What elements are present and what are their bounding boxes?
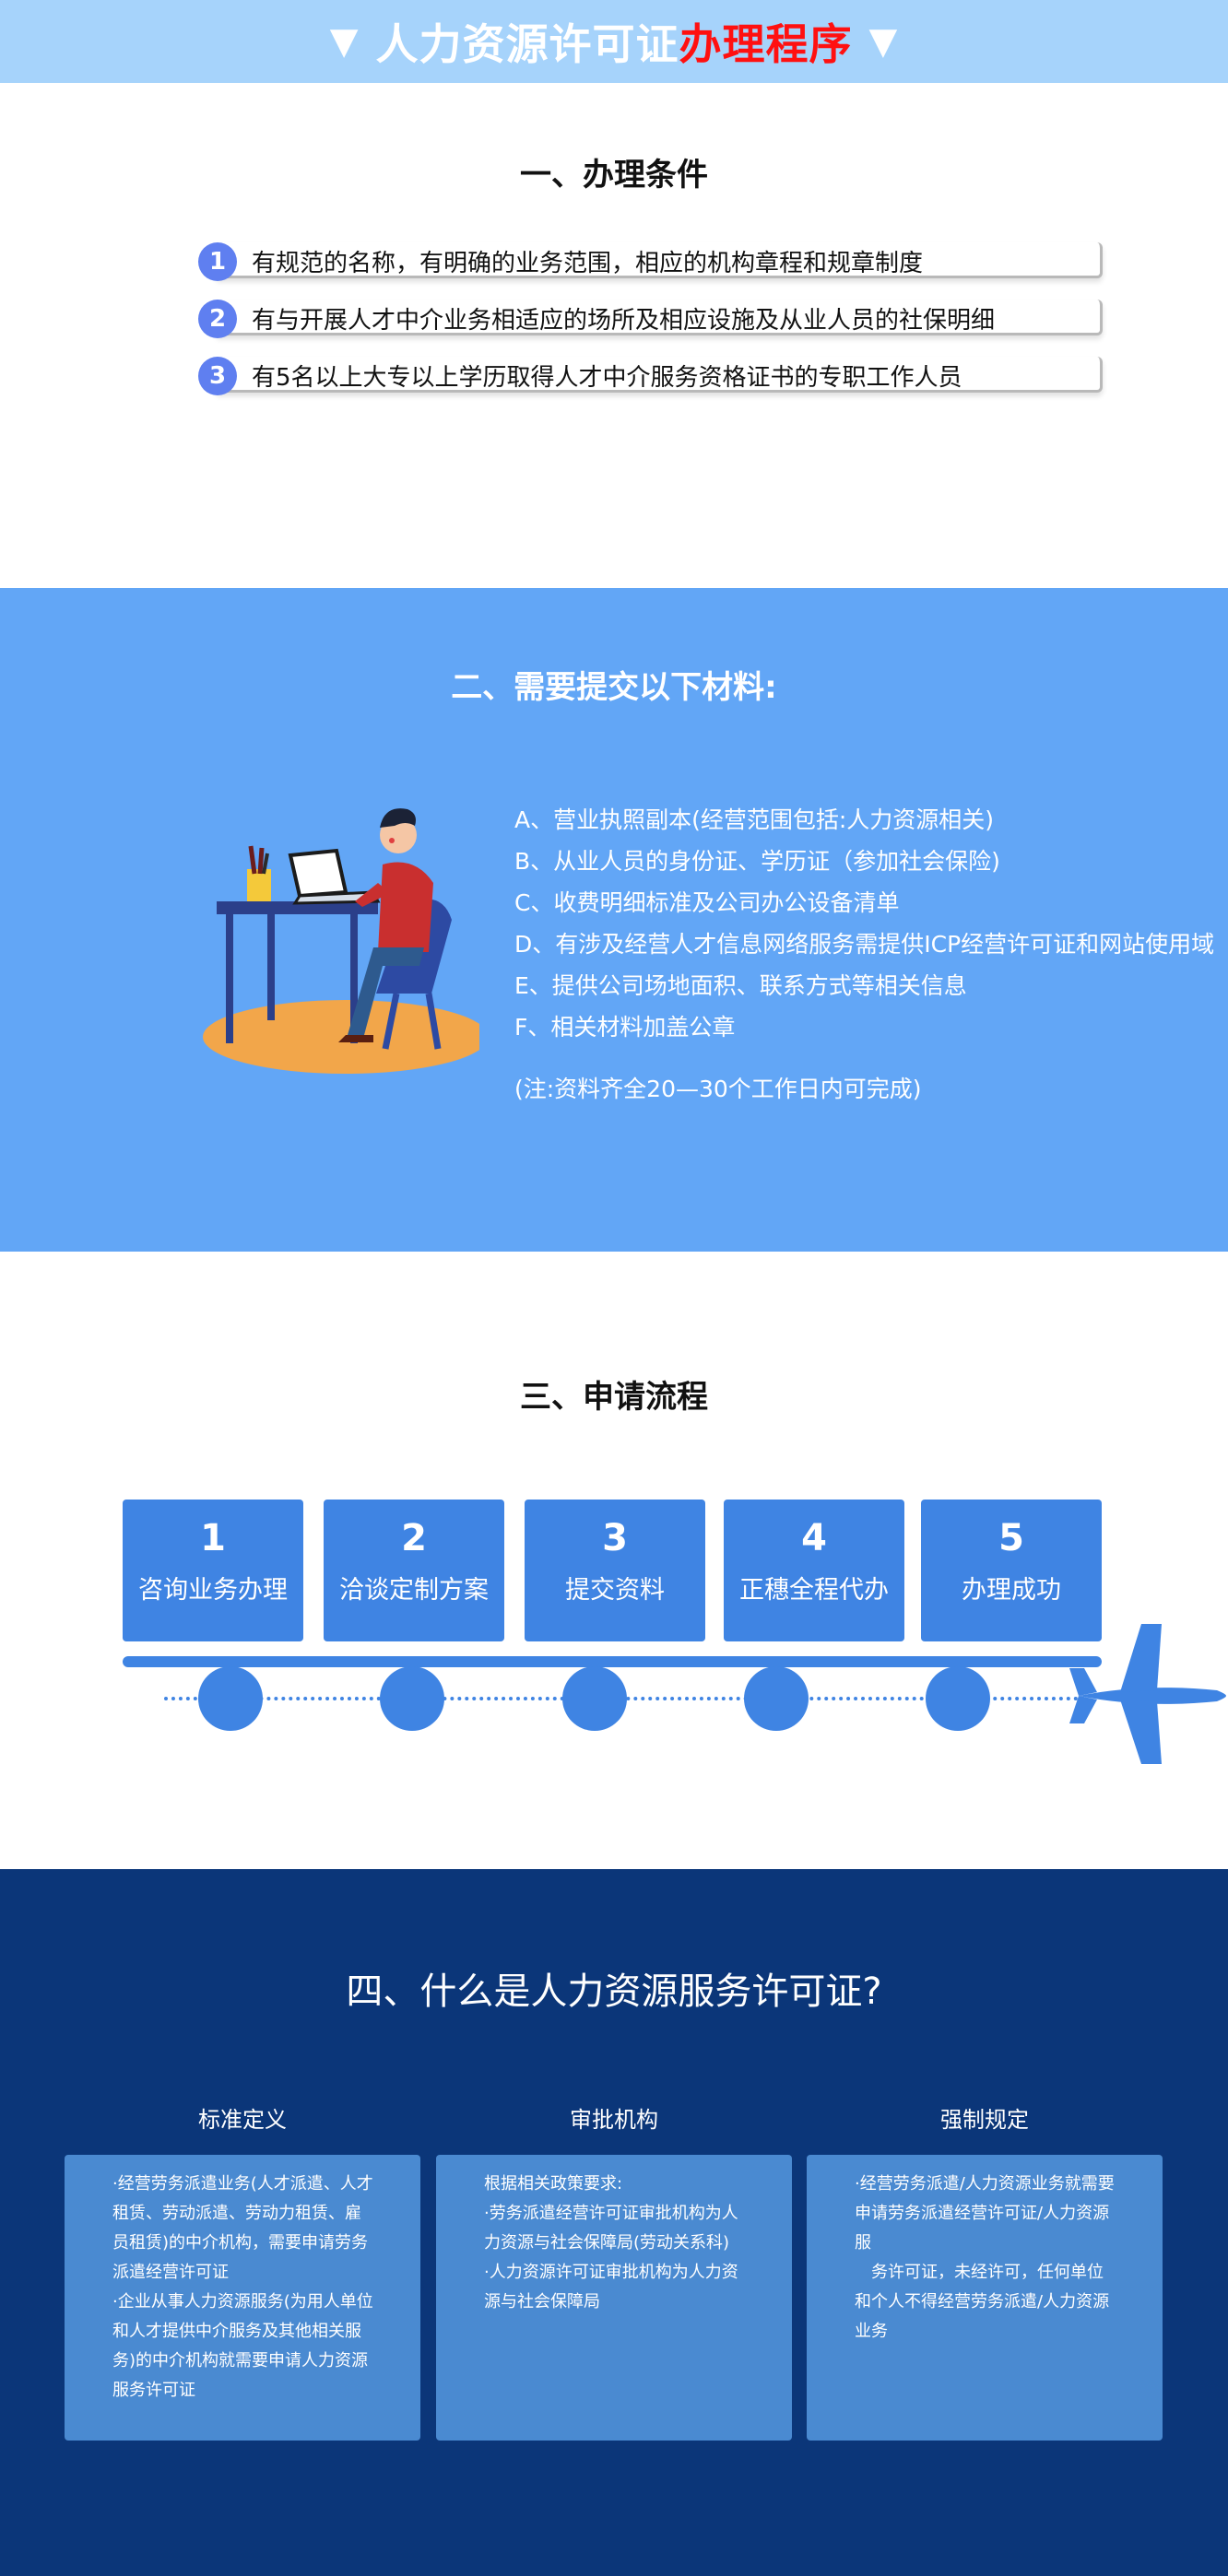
material-item: D、有涉及经营人才信息网络服务需提供ICP经营许可证和网站使用域: [514, 931, 1215, 958]
process-step: 3 提交资料: [525, 1500, 705, 1641]
triangle-down-icon: ▼: [329, 20, 360, 63]
page-title: ▼ 人力资源许可证办理程序 ▼: [313, 11, 915, 72]
condition-bar: [217, 357, 1103, 393]
material-item: F、相关材料加盖公章: [514, 1014, 736, 1041]
condition-text: 有规范的名称，有明确的业务范围，相应的机构章程和规章制度: [252, 250, 924, 277]
material-item: C、收费明细标准及公司办公设备清单: [514, 889, 900, 916]
timeline-dot: [562, 1666, 627, 1731]
title-white: 人力资源许可证: [375, 19, 679, 69]
approval-box: 根据相关政策要求: ·劳务派遣经营许可证审批机构为人力资源与社会保障局(劳动关系…: [436, 2155, 792, 2441]
step-number: 3: [602, 1517, 628, 1559]
box-line: ·人力资源许可证审批机构为人力资源与社会保障局: [484, 2263, 738, 2311]
condition-number: 1: [198, 242, 237, 281]
page-header: ▼ 人力资源许可证办理程序 ▼: [0, 0, 1228, 83]
material-item: E、提供公司场地面积、联系方式等相关信息: [514, 972, 967, 999]
process-step: 2 洽谈定制方案: [324, 1500, 504, 1641]
material-item: A、营业执照副本(经营范围包括:人力资源相关): [514, 806, 995, 833]
box-line: ·经营劳务派遣业务(人才派遣、人才租赁、劳动派遣、劳动力租赁、雇员租赁)的中介机…: [112, 2174, 373, 2282]
step-label: 正穗全程代办: [739, 1576, 889, 1605]
section4-title: 四、什么是人力资源服务许可证?: [346, 1970, 882, 2013]
column-heading: 标准定义: [198, 2107, 287, 2133]
step-label: 咨询业务办理: [138, 1576, 288, 1605]
step-label: 提交资料: [565, 1576, 665, 1605]
timeline-bar: [123, 1656, 1102, 1667]
condition-bar: [217, 300, 1103, 335]
box-line: 根据相关政策要求:: [484, 2174, 623, 2194]
step-number: 5: [998, 1517, 1024, 1559]
material-item: B、从业人员的身份证、学历证（参加社会保险): [514, 848, 1000, 875]
materials-section: 二、需要提交以下材料:: [0, 588, 1228, 1252]
process-step: 4 正穗全程代办: [724, 1500, 904, 1641]
airplane-icon: [1069, 1624, 1226, 1764]
person-at-laptop-illustration: [203, 808, 479, 1074]
condition-text: 有5名以上大专以上学历取得人才中介服务资格证书的专职工作人员: [252, 364, 962, 392]
process-step: 5 办理成功: [921, 1500, 1102, 1641]
condition-number: 3: [198, 357, 237, 395]
condition-item: 3 有5名以上大专以上学历取得人才中介服务资格证书的专职工作人员: [198, 357, 1103, 395]
condition-number: 2: [198, 300, 237, 338]
definition-box: ·经营劳务派遣业务(人才派遣、人才租赁、劳动派遣、劳动力租赁、雇员租赁)的中介机…: [65, 2155, 420, 2441]
box-line: 务许可证，未经许可，任何单位和个人不得经营劳务派遣/人力资源业务: [855, 2263, 1110, 2341]
section1-title: 一、办理条件: [520, 157, 708, 194]
license-info-section: 四、什么是人力资源服务许可证? 标准定义 审批机构 强制规定 ·经营劳务派遣业务…: [0, 1869, 1228, 2576]
process-step: 1 咨询业务办理: [123, 1500, 303, 1641]
box-line: ·劳务派遣经营许可证审批机构为人力资源与社会保障局(劳动关系科): [484, 2204, 738, 2253]
step-number: 1: [200, 1517, 226, 1559]
condition-bar: [217, 242, 1103, 278]
step-label: 洽谈定制方案: [339, 1576, 489, 1605]
step-number: 4: [801, 1517, 827, 1559]
title-red: 办理程序: [679, 19, 853, 69]
column-heading: 审批机构: [570, 2107, 658, 2133]
box-line: ·经营劳务派遣/人力资源业务就需要申请劳务派遣经营许可证/人力资源服: [855, 2174, 1115, 2253]
section2-title: 二、需要提交以下材料:: [451, 669, 777, 706]
materials-note: (注:资料齐全20—30个工作日内可完成): [514, 1076, 922, 1102]
triangle-down-icon: ▼: [868, 20, 899, 63]
condition-item: 2 有与开展人才中介业务相适应的场所及相应设施及从业人员的社保明细: [198, 300, 1103, 338]
column-heading: 强制规定: [940, 2107, 1029, 2133]
timeline-dot: [926, 1666, 990, 1731]
step-label: 办理成功: [962, 1576, 1061, 1605]
regulation-box: ·经营劳务派遣/人力资源业务就需要申请劳务派遣经营许可证/人力资源服 务许可证，…: [807, 2155, 1163, 2441]
step-number: 2: [401, 1517, 427, 1559]
timeline-dot: [198, 1666, 263, 1731]
box-line: ·企业从事人力资源服务(为用人单位和人才提供中介服务及其他相关服务)的中介机构就…: [112, 2292, 373, 2400]
condition-text: 有与开展人才中介业务相适应的场所及相应设施及从业人员的社保明细: [252, 307, 996, 335]
condition-item: 1 有规范的名称，有明确的业务范围，相应的机构章程和规章制度: [198, 242, 1103, 281]
timeline-dot: [380, 1666, 444, 1731]
timeline-dot: [744, 1666, 809, 1731]
section3-title: 三、申请流程: [520, 1379, 708, 1416]
